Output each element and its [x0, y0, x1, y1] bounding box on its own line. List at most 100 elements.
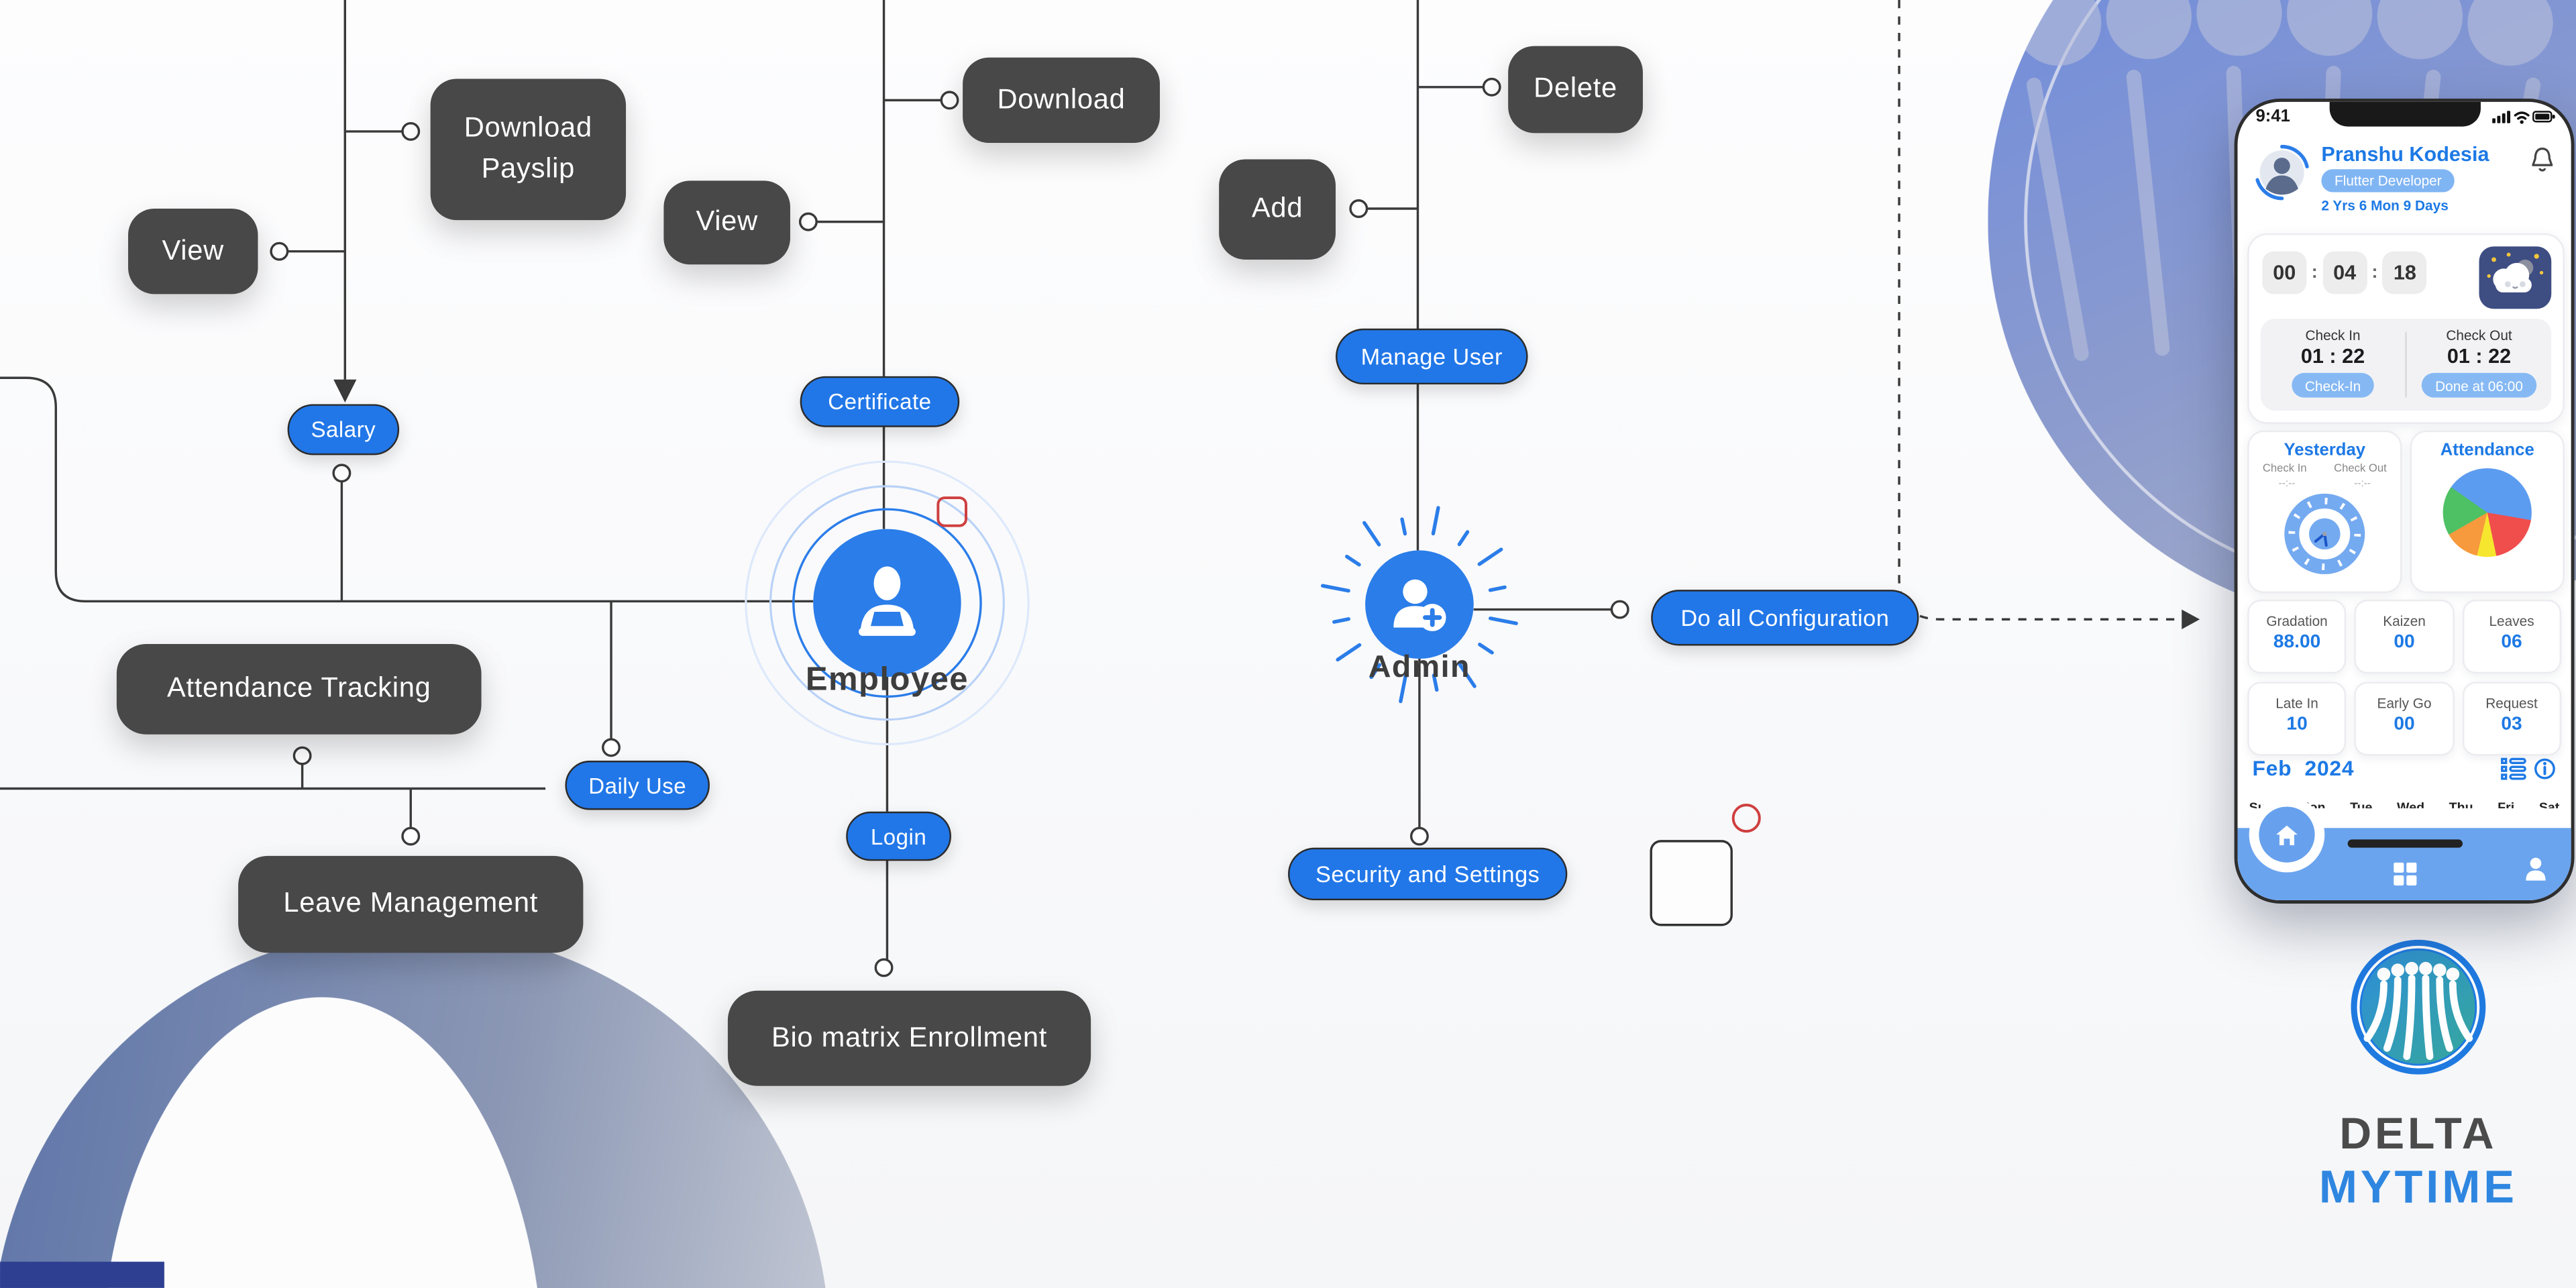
node-label: Add: [1251, 192, 1303, 224]
node-label: Bio matrix Enrollment: [771, 1021, 1048, 1053]
attendance-title: Attendance: [2440, 440, 2534, 460]
home-indicator: [2347, 839, 2462, 848]
corner-blue-rectangle: [0, 1261, 164, 1288]
phone-notch: [2328, 101, 2480, 127]
month-label: Feb: [2252, 755, 2292, 781]
list-view-icon[interactable]: [2500, 757, 2526, 780]
brand-line-1: DELTA: [2339, 1109, 2498, 1159]
pill-label: Do all Configuration: [1680, 604, 1890, 631]
bell-icon[interactable]: [2530, 146, 2555, 174]
stat-label: Kaizen: [2383, 612, 2426, 629]
stat-label: Leaves: [2489, 612, 2534, 629]
attendance-pie-chart: [2443, 468, 2532, 557]
node-download-payslip[interactable]: Download Payslip: [430, 78, 627, 221]
check-in-time: 01 : 22: [2300, 345, 2365, 368]
check-in-out-panel: Check In 01 : 22 Check-In Check Out 01 :…: [2260, 319, 2552, 411]
yesterday-checkin-label: Check In: [2262, 463, 2307, 475]
check-out-done-button[interactable]: Done at 06:00: [2422, 372, 2536, 398]
profile-name: Pranshu Kodesia: [2321, 143, 2489, 166]
weekday-thu: Thu: [2449, 800, 2473, 808]
check-in-label: Check In: [2305, 327, 2361, 343]
stat-value: 06: [2501, 632, 2522, 653]
stat-label: Request: [2485, 694, 2538, 712]
phone-mockup: 9:41 Pranshu Kodesia Flutter Developer 2…: [2234, 98, 2575, 904]
person-icon[interactable]: [2524, 856, 2548, 882]
stat-label: Gradation: [2266, 612, 2328, 629]
check-in-button[interactable]: Check-In: [2292, 372, 2374, 398]
node-label: Attendance Tracking: [166, 672, 431, 704]
employee-at-desk-icon: [859, 566, 916, 636]
node-leave-management[interactable]: Leave Management: [238, 855, 584, 953]
grid-icon[interactable]: [2392, 862, 2416, 886]
brand-logo: DELTA MYTIME: [2294, 936, 2543, 1214]
yesterday-title: Yesterday: [2284, 440, 2366, 460]
yesterday-checkout-label: Check Out: [2334, 463, 2387, 475]
stat-value: 88.00: [2273, 632, 2321, 653]
stat-value: 10: [2286, 714, 2308, 735]
node-label: Leave Management: [283, 887, 539, 919]
timer-seconds: 18: [2382, 251, 2427, 294]
stat-label: Early Go: [2377, 694, 2432, 712]
node-download-certificate[interactable]: Download: [963, 57, 1160, 144]
node-view-payslip[interactable]: View: [128, 209, 258, 294]
node-add-user[interactable]: Add: [1219, 159, 1336, 260]
avatar[interactable]: [2253, 143, 2312, 202]
pill-login[interactable]: Login: [846, 811, 951, 861]
weather-night-icon: [2479, 246, 2552, 309]
pill-certificate[interactable]: Certificate: [800, 376, 960, 427]
pill-daily-use[interactable]: Daily Use: [565, 760, 710, 810]
clock-icon: [2284, 493, 2365, 574]
pill-label: Manage User: [1360, 343, 1503, 370]
arrow-down-icon: [333, 379, 357, 403]
stat-card-late-in: Late In 10: [2247, 682, 2347, 756]
info-icon[interactable]: [2533, 757, 2556, 780]
pill-do-all-configuration[interactable]: Do all Configuration: [1651, 590, 1919, 646]
year-label: 2024: [2304, 755, 2355, 781]
timer-card: 00: 04: 18 Check In 01 : 22 Check-In: [2247, 233, 2565, 424]
stat-value: 03: [2501, 714, 2522, 735]
weekday-wed: Wed: [2397, 800, 2425, 808]
yesterday-checkin-value: --:--: [2278, 478, 2296, 490]
brand-line-2: MYTIME: [2318, 1161, 2518, 1213]
pill-salary[interactable]: Salary: [287, 404, 400, 455]
admin-node[interactable]: [1365, 550, 1474, 659]
node-label: View: [696, 205, 758, 237]
weekday-fri: Fri: [2498, 800, 2515, 808]
home-icon: [2276, 824, 2298, 845]
pill-label: Security and Settings: [1316, 861, 1540, 888]
yesterday-card: Yesterday Check In Check Out --:-- --:--: [2247, 430, 2402, 594]
pill-manage-user[interactable]: Manage User: [1336, 328, 1528, 385]
check-out-time: 01 : 22: [2447, 345, 2512, 368]
stat-label: Late In: [2275, 694, 2318, 712]
node-attendance-tracking[interactable]: Attendance Tracking: [116, 644, 482, 735]
home-button[interactable]: [2259, 806, 2315, 863]
stat-card-request: Request 03: [2462, 682, 2561, 756]
pill-label: Certificate: [828, 389, 932, 415]
node-delete-user[interactable]: Delete: [1508, 46, 1643, 133]
red-square-annotation: [936, 496, 967, 527]
dashed-connector: [1898, 0, 2182, 621]
node-label: Download Payslip: [464, 112, 592, 184]
status-icons: [2492, 111, 2555, 124]
node-view-certificate[interactable]: View: [663, 180, 790, 265]
weekday-sat: Sat: [2538, 800, 2560, 808]
weekday-tue: Tue: [2350, 800, 2373, 808]
red-circle-annotation: [1731, 804, 1761, 833]
month-year[interactable]: Feb 2024: [2253, 756, 2355, 781]
status-time: 9:41: [2255, 107, 2290, 127]
admin-person-add-icon: [1393, 579, 1446, 631]
node-label: View: [162, 234, 224, 266]
employee-node[interactable]: [813, 529, 961, 677]
pill-label: Daily Use: [588, 773, 687, 798]
attendance-card: Attendance: [2410, 430, 2565, 594]
node-bio-matrix-enrollment[interactable]: Bio matrix Enrollment: [727, 990, 1091, 1086]
profile-role-badge: Flutter Developer: [2321, 169, 2455, 193]
bottom-nav: [2237, 796, 2571, 901]
pill-security-settings[interactable]: Security and Settings: [1288, 847, 1568, 901]
